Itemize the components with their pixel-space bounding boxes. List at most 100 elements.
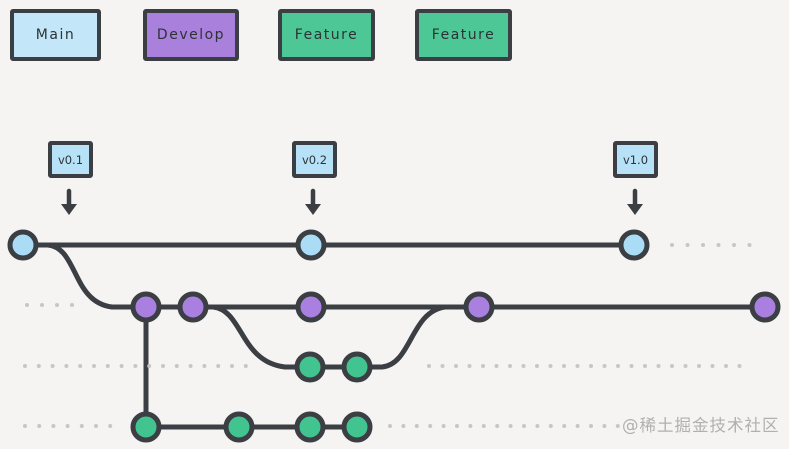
continuation-dot	[716, 243, 721, 247]
continuation-dot	[133, 364, 138, 368]
continuation-dot	[508, 364, 512, 368]
continuation-dot	[202, 364, 207, 368]
continuation-dot	[629, 364, 634, 368]
version-tag-label: v0.1	[57, 152, 84, 167]
continuation-dot	[174, 364, 179, 368]
continuation-dot	[747, 243, 752, 247]
continuation-dot	[401, 424, 406, 428]
commit-node-main	[295, 229, 327, 261]
continuation-dot	[440, 364, 445, 368]
continuation-dot	[670, 364, 674, 368]
watermark: @稀土掘金技术社区	[622, 416, 780, 435]
continuation-dot	[562, 364, 566, 368]
continuation-dot	[522, 424, 526, 428]
continuation-dot	[494, 364, 499, 368]
commit-node-feature	[223, 411, 255, 443]
continuation-dot	[64, 364, 69, 368]
continuation-dot	[575, 424, 580, 428]
continuation-dot	[40, 303, 44, 307]
continuation-dot	[427, 364, 431, 368]
continuation-dot	[535, 424, 540, 428]
commit-node-develop	[463, 291, 495, 323]
continuation-dot	[51, 424, 56, 428]
continuation-dot	[616, 364, 620, 368]
continuation-dot	[548, 424, 553, 428]
continuation-dot	[724, 364, 728, 368]
continuation-dot	[495, 424, 500, 428]
continuation-dot	[92, 364, 96, 368]
legend-box-main: Main	[10, 9, 101, 61]
continuation-dot	[108, 424, 113, 428]
commit-node-feature	[130, 411, 162, 443]
continuation-dot	[643, 364, 647, 368]
commit-node-main	[7, 229, 39, 261]
down-arrow-head	[627, 204, 643, 215]
continuation-dot	[656, 364, 661, 368]
continuation-dot	[467, 364, 472, 368]
continuation-dot	[37, 424, 42, 428]
continuation-dot	[230, 364, 234, 368]
continuation-dot	[521, 364, 526, 368]
continuation-dot	[23, 364, 27, 368]
commit-node-develop	[130, 291, 162, 323]
commit-node-feature	[294, 351, 326, 383]
continuation-dot	[441, 424, 446, 428]
commit-node-feature	[341, 351, 373, 383]
legend-label-main: Main	[35, 27, 76, 43]
continuation-dot	[188, 364, 193, 368]
continuation-dot	[36, 364, 41, 368]
continuation-dot	[732, 243, 736, 247]
legend-label-feature2: Feature	[431, 27, 496, 43]
continuation-dot	[65, 424, 70, 428]
continuation-dot	[414, 424, 419, 428]
down-arrow-head	[61, 204, 77, 215]
continuation-dot	[79, 424, 84, 428]
continuation-dot	[615, 424, 620, 428]
continuation-dot	[683, 364, 688, 368]
legend-label-feature1: Feature	[294, 27, 359, 43]
continuation-dot	[161, 364, 165, 368]
continuation-dot	[589, 364, 593, 368]
version-tag-v0.2: v0.2	[292, 141, 337, 178]
continuation-dot	[737, 364, 742, 368]
continuation-dot	[589, 424, 593, 428]
continuation-dot	[243, 364, 248, 368]
branch-develop-to-feature	[210, 304, 288, 370]
continuation-dot	[602, 364, 607, 368]
commit-node-develop	[295, 291, 327, 323]
continuation-dot	[454, 364, 458, 368]
continuation-dot	[70, 303, 74, 307]
merge-feature-to-develop	[379, 304, 448, 370]
legend-box-feature2: Feature	[415, 9, 512, 61]
continuation-dot	[78, 364, 83, 368]
continuation-dot	[602, 424, 607, 428]
continuation-dot	[685, 243, 690, 247]
commit-node-develop	[177, 291, 209, 323]
continuation-dot	[701, 243, 705, 247]
legend-box-develop: Develop	[143, 9, 239, 61]
continuation-dot	[50, 364, 55, 368]
commit-node-feature	[341, 411, 373, 443]
continuation-dot	[710, 364, 715, 368]
continuation-dot	[697, 364, 701, 368]
continuation-dot	[388, 424, 392, 428]
continuation-dot	[575, 364, 580, 368]
legend-box-feature1: Feature	[278, 9, 375, 61]
continuation-dot	[468, 424, 473, 428]
continuation-dot	[147, 364, 152, 368]
continuation-dot	[562, 424, 567, 428]
down-arrow-head	[305, 204, 321, 215]
continuation-dot	[119, 364, 124, 368]
branch-main-to-develop	[45, 242, 115, 310]
version-tag-label: v0.2	[301, 152, 328, 167]
continuation-dot	[548, 364, 553, 368]
continuation-dot	[94, 424, 98, 428]
version-tag-label: v1.0	[622, 152, 649, 167]
version-tag-v1.0: v1.0	[613, 141, 658, 178]
continuation-dot	[55, 303, 59, 307]
continuation-dot	[216, 364, 221, 368]
continuation-dot	[535, 364, 539, 368]
continuation-dot	[508, 424, 513, 428]
